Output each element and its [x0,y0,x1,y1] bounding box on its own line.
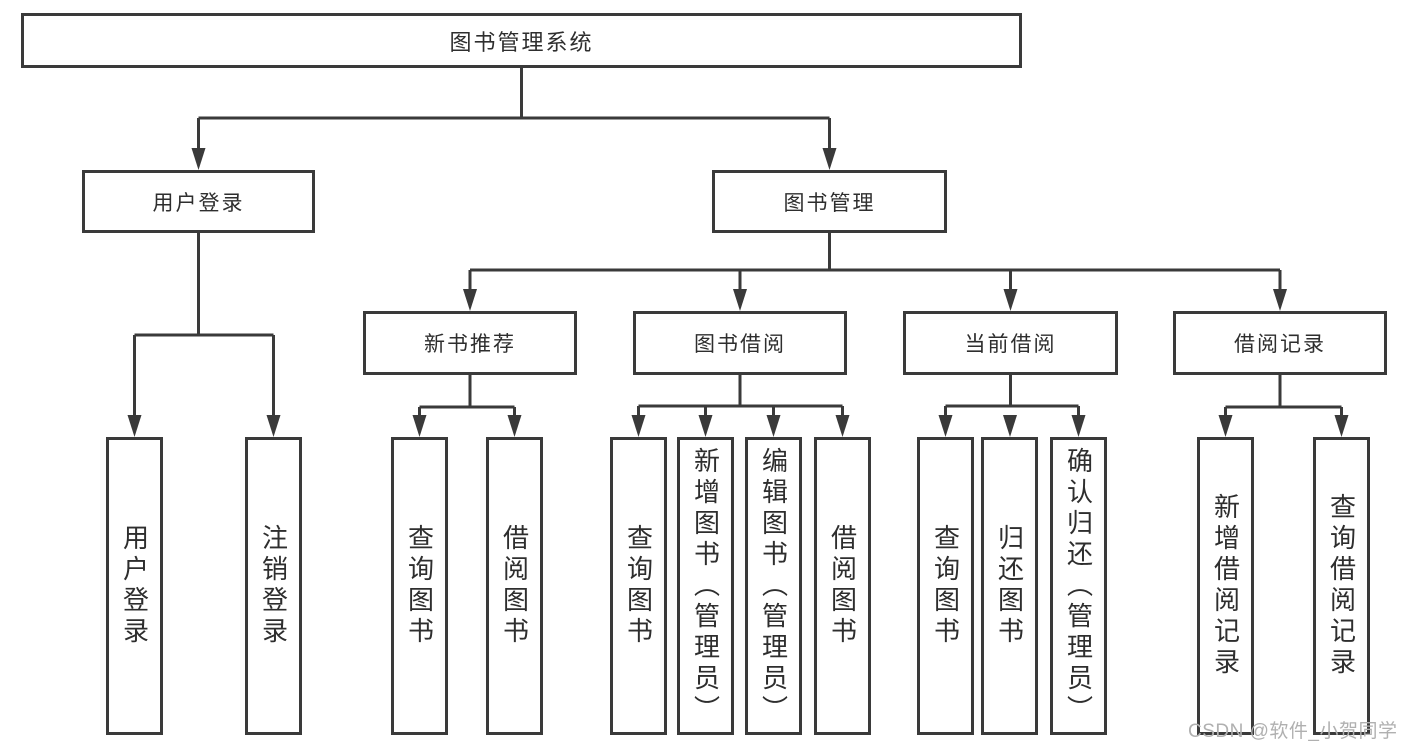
leaf-current-return-books-label: 归还图书 [994,524,1025,648]
node-book-management-label: 图书管理 [783,191,876,215]
leaf-records-add-record: 新增借阅记录 [1197,437,1254,735]
leaf-current-query-books-label: 查询图书 [930,524,961,648]
csdn-watermark: CSDN @软件_小贺同学 [1188,721,1398,742]
leaf-logout-label: 注销登录 [258,524,289,648]
leaf-logout: 注销登录 [245,437,302,735]
leaf-records-query-record-label: 查询借阅记录 [1326,493,1357,679]
node-new-book-recommend: 新书推荐 [363,311,577,375]
leaf-current-query-books: 查询图书 [917,437,974,735]
leaf-borrow-add-books-admin-label: 新增图书（管理员） [690,446,721,726]
leaf-borrow-query-books: 查询图书 [610,437,667,735]
leaf-recommend-query-books-label: 查询图书 [404,524,435,648]
node-book-management: 图书管理 [712,170,947,233]
node-current-borrow-label: 当前借阅 [964,333,1057,356]
leaf-recommend-borrow-books: 借阅图书 [486,437,543,735]
node-book-borrow-label: 图书借阅 [694,333,786,356]
leaf-current-confirm-return-admin-label: 确认归还（管理员） [1063,446,1094,726]
leaf-borrow-borrow-books: 借阅图书 [814,437,871,735]
leaf-borrow-add-books-admin: 新增图书（管理员） [677,437,734,735]
leaf-borrow-edit-books-admin-label: 编辑图书（管理员） [758,446,789,726]
node-user-login-label: 用户登录 [152,191,245,215]
leaf-current-return-books: 归还图书 [981,437,1038,735]
leaf-current-confirm-return-admin: 确认归还（管理员） [1050,437,1107,735]
node-borrow-records-label: 借阅记录 [1234,333,1326,356]
node-new-book-recommend-label: 新书推荐 [424,333,516,356]
leaf-records-add-record-label: 新增借阅记录 [1210,493,1241,679]
node-borrow-records: 借阅记录 [1173,311,1387,375]
node-book-borrow: 图书借阅 [633,311,847,375]
leaf-borrow-borrow-books-label: 借阅图书 [827,524,858,648]
leaf-borrow-query-books-label: 查询图书 [623,524,654,648]
node-user-login: 用户登录 [82,170,315,233]
leaf-records-query-record: 查询借阅记录 [1313,437,1370,735]
node-library-system-label: 图书管理系统 [449,29,594,55]
leaf-borrow-edit-books-admin: 编辑图书（管理员） [745,437,802,735]
leaf-user-login: 用户登录 [106,437,163,735]
leaf-recommend-query-books: 查询图书 [391,437,448,735]
node-current-borrow: 当前借阅 [903,311,1118,375]
leaf-user-login-label: 用户登录 [119,524,150,648]
leaf-recommend-borrow-books-label: 借阅图书 [499,524,530,648]
node-library-system: 图书管理系统 [21,13,1022,68]
